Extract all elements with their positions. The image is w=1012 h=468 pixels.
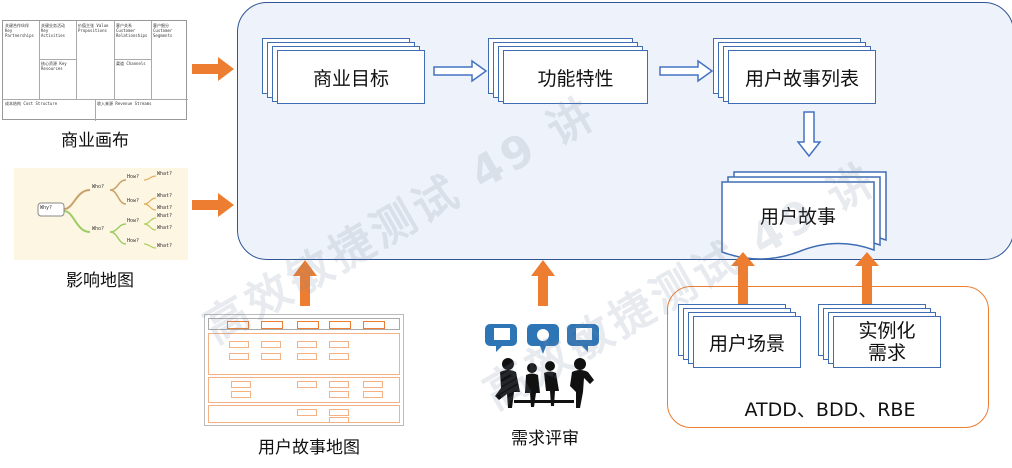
review-caption: 需求评审 bbox=[511, 429, 579, 449]
story-map-image bbox=[204, 314, 404, 426]
story-map-caption: 用户故事地图 bbox=[258, 438, 360, 458]
business-goal-box: 商业目标 bbox=[277, 50, 425, 104]
review-people-icon bbox=[484, 318, 606, 410]
impact-what: What? bbox=[157, 243, 173, 249]
impact-how: How? bbox=[127, 218, 140, 224]
business-canvas-image: 关键合作伙伴 Key Partnerships 关键业务活动 Key Activ… bbox=[2, 20, 188, 121]
canvas-cell: 客户细分 Customer Segments bbox=[153, 23, 173, 38]
canvas-cell: 客户关系 Customer Relationships bbox=[116, 23, 148, 38]
specification-example-line1: 实例化 bbox=[858, 320, 916, 342]
canvas-cell: 价值主张 Value Propositions bbox=[78, 23, 109, 33]
impact-who: Who? bbox=[92, 226, 105, 232]
impact-what: What? bbox=[157, 213, 173, 219]
canvas-cell: 收入来源 Revenue Streams bbox=[97, 101, 152, 106]
story-list-box: 用户故事列表 bbox=[728, 50, 876, 104]
impact-map-image: Why? Who? Who? How? How? How? How? What?… bbox=[14, 168, 188, 260]
practice-methods-label: ATDD、BDD、RBE bbox=[744, 399, 916, 421]
specification-example-stack: 实例化 需求 bbox=[818, 304, 948, 370]
impact-what: What? bbox=[157, 205, 173, 211]
user-story-stack: 用户故事 bbox=[718, 170, 890, 262]
impact-root: Why? bbox=[40, 205, 53, 211]
impact-how: How? bbox=[127, 238, 140, 244]
impact-how: How? bbox=[127, 198, 140, 204]
feature-stack: 功能特性 bbox=[488, 38, 658, 104]
canvas-cell: 关键业务活动 Key Activities bbox=[41, 23, 66, 38]
user-scenario-box: 用户场景 bbox=[693, 316, 801, 368]
impact-what: What? bbox=[157, 225, 173, 231]
specification-example-box: 实例化 需求 bbox=[833, 316, 941, 368]
impact-who: Who? bbox=[92, 184, 105, 190]
impact-how: How? bbox=[127, 174, 140, 180]
impact-what: What? bbox=[157, 193, 173, 199]
impact-map-caption: 影响地图 bbox=[66, 271, 134, 291]
user-scenario-stack: 用户场景 bbox=[678, 304, 808, 370]
canvas-cell: 关键合作伙伴 Key Partnerships bbox=[5, 23, 34, 38]
feature-box: 功能特性 bbox=[503, 50, 648, 104]
business-goal-stack: 商业目标 bbox=[262, 38, 432, 104]
canvas-cell: 核心资源 Key Resources bbox=[41, 61, 67, 71]
business-canvas-caption: 商业画布 bbox=[61, 131, 129, 151]
canvas-cell: 渠道 Channels bbox=[116, 61, 146, 66]
user-story-box: 用户故事 bbox=[759, 206, 836, 228]
specification-example-line2: 需求 bbox=[867, 342, 906, 364]
canvas-cell: 成本结构 Cost Structure bbox=[5, 101, 58, 106]
story-list-stack: 用户故事列表 bbox=[713, 38, 883, 104]
impact-what: What? bbox=[157, 171, 173, 177]
